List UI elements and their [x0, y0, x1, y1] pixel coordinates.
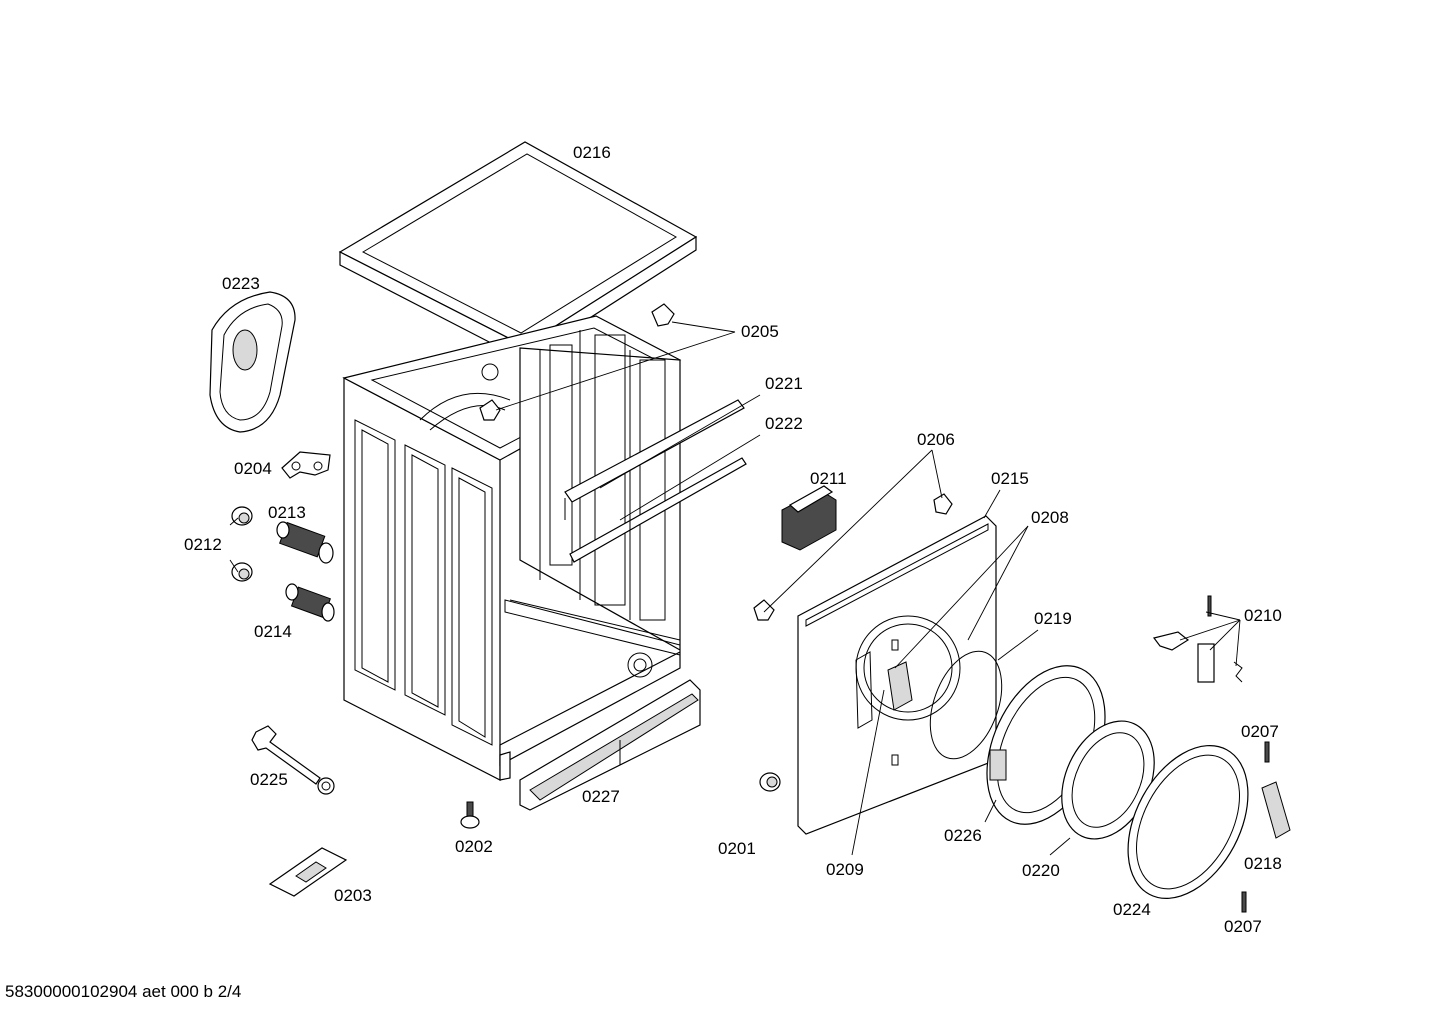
door-ring-part-0224: [1127, 744, 1249, 900]
clip-part-0206-left: [753, 599, 775, 621]
door-handle-part-0218: [1261, 781, 1291, 839]
plug-part-0205-upper: [651, 303, 675, 327]
label-0207-lower: 0207: [1224, 917, 1262, 936]
label-0221: 0221: [765, 374, 803, 393]
wrench-part-0225: [251, 725, 335, 795]
label-0224: 0224: [1113, 900, 1151, 919]
label-0216: 0216: [573, 143, 611, 162]
hinge-part-0210: [1152, 595, 1243, 683]
shock-part-0214: [285, 583, 335, 622]
label-0208: 0208: [1031, 508, 1069, 527]
foot-part-0202: [460, 801, 480, 829]
label-0211: 0211: [810, 469, 847, 488]
label-0219: 0219: [1034, 609, 1072, 628]
label-0227: 0227: [582, 787, 620, 806]
label-0206: 0206: [917, 430, 955, 449]
cabinet-frame-part: [342, 315, 682, 781]
spring-ring-part-0219: [929, 650, 1003, 760]
label-0210: 0210: [1244, 606, 1282, 625]
label-0212: 0212: [184, 535, 222, 554]
label-0209: 0209: [826, 860, 864, 879]
leader-lines: [229, 321, 1241, 856]
rail-part-0222: [569, 457, 747, 563]
bracket-part-0203: [268, 847, 348, 897]
clip-part-0206-right: [933, 493, 953, 515]
clip-part-0204: [281, 451, 331, 479]
plug-part-0205-lower: [479, 399, 501, 421]
rail-part-0221: [564, 399, 745, 520]
label-0213: 0213: [268, 503, 306, 522]
cap-part-0212-upper: [231, 506, 253, 526]
cap-part-0212-lower: [231, 562, 253, 582]
label-0215: 0215: [991, 469, 1029, 488]
label-0202: 0202: [455, 837, 493, 856]
door-lock-part-0211: [781, 485, 837, 551]
shock-part-0213: [276, 521, 334, 564]
label-0223: 0223: [222, 274, 260, 293]
label-0225: 0225: [250, 770, 288, 789]
label-0203: 0203: [334, 886, 372, 905]
front-panel-part-0215: [797, 515, 997, 835]
label-0222: 0222: [765, 414, 803, 433]
label-0220: 0220: [1022, 861, 1060, 880]
document-reference: 58300000102904 aet 000 b 2/4: [5, 982, 241, 1001]
bowl-part-0223: [209, 291, 296, 433]
pin-part-0207-lower: [1241, 891, 1247, 913]
label-0207-upper: 0207: [1241, 722, 1279, 741]
label-0205: 0205: [741, 322, 779, 341]
label-0218: 0218: [1244, 854, 1282, 873]
label-0214: 0214: [254, 622, 292, 641]
top-cover-part: [338, 141, 698, 362]
pin-part-0207-upper: [1264, 741, 1270, 763]
plinth-part-0227: [519, 679, 701, 811]
label-0226: 0226: [944, 826, 982, 845]
label-0201: 0201: [718, 839, 756, 858]
foot-cap-part-0201: [759, 772, 781, 792]
label-0204: 0204: [234, 459, 272, 478]
